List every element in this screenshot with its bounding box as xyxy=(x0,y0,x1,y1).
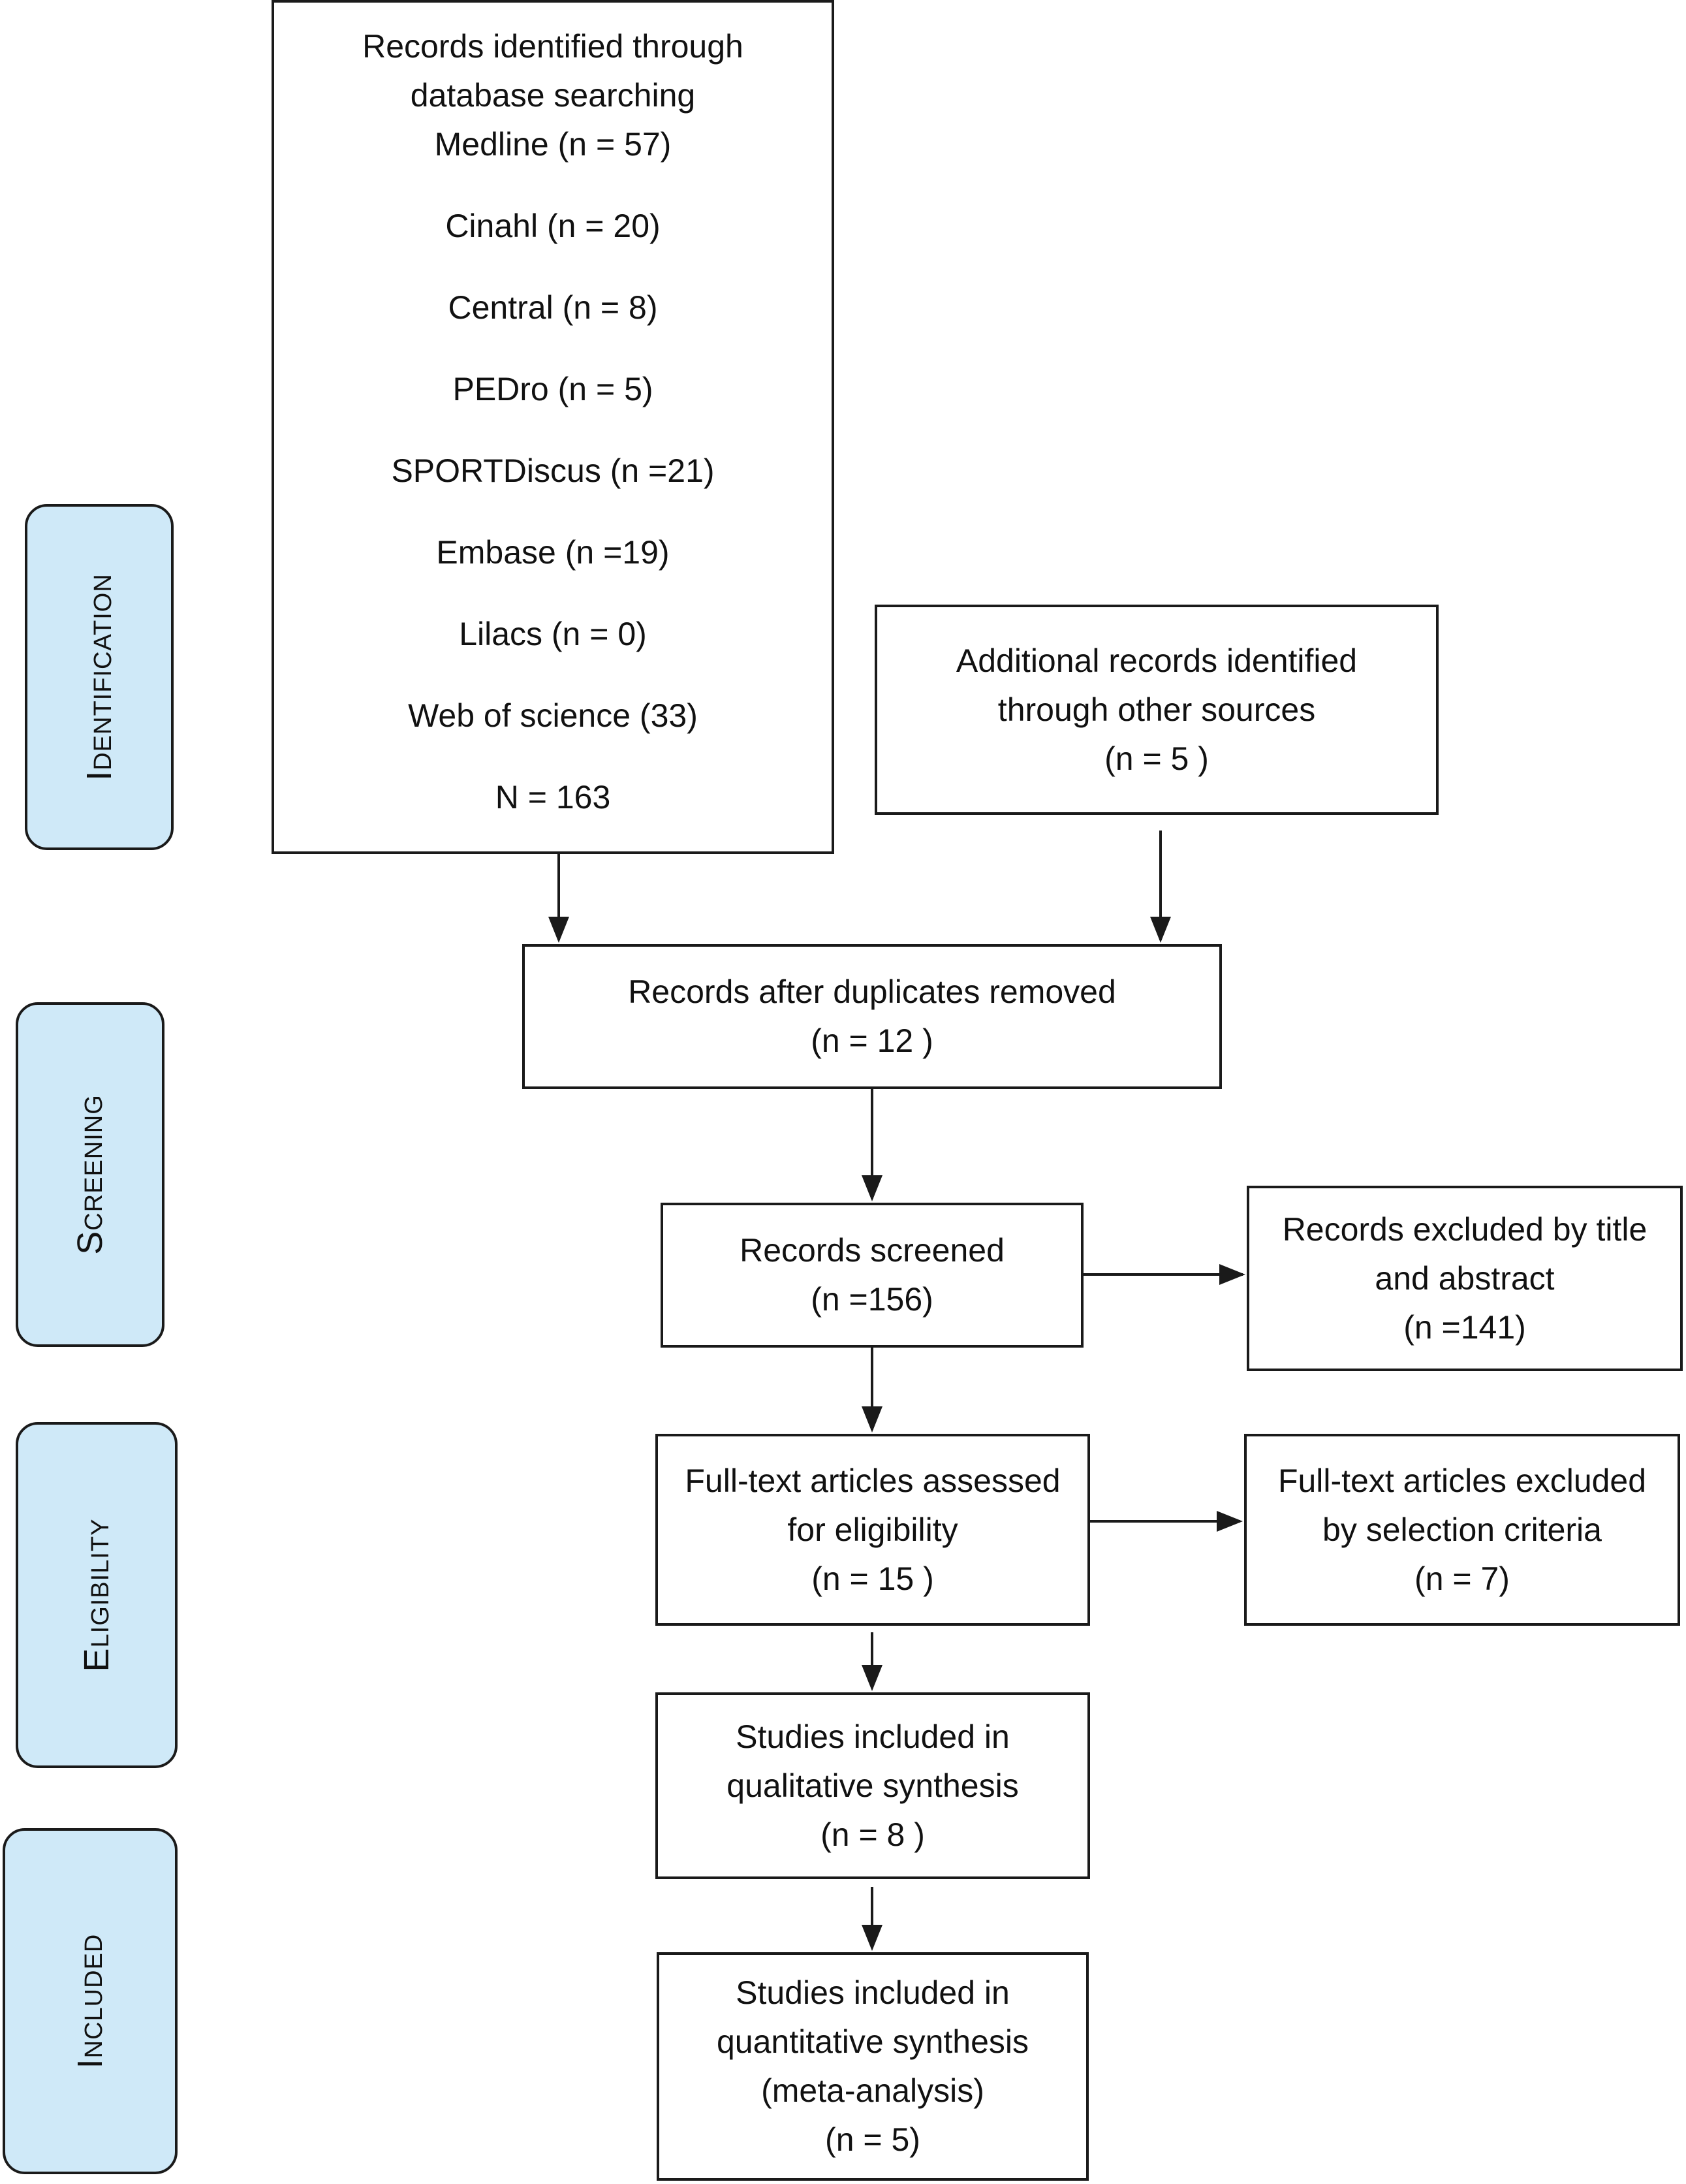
fulltext-excluded-line2: by selection criteria xyxy=(1322,1511,1602,1548)
excluded-title-line2: and abstract xyxy=(1375,1259,1555,1297)
quantitative-count: (n = 5) xyxy=(825,2121,920,2158)
source-embase: Embase (n =19) xyxy=(436,534,670,571)
phase-eligibility: Eligibility xyxy=(16,1422,178,1768)
source-sportdiscus: SPORTDiscus (n =21) xyxy=(391,452,715,489)
source-lilacs: Lilacs (n = 0) xyxy=(459,616,647,652)
records-screened-box: Records screened (n =156) xyxy=(661,1203,1084,1348)
phase-identification: Identification xyxy=(25,504,174,850)
phase-included: Included xyxy=(3,1828,178,2174)
quantitative-line2: quantitative synthesis xyxy=(716,2023,1029,2060)
duplicates-removed-line1: Records after duplicates removed xyxy=(628,973,1116,1010)
fulltext-excluded-box: Full-text articles excluded by selection… xyxy=(1244,1434,1680,1626)
records-screened-line1: Records screened xyxy=(740,1232,1005,1269)
source-pedro: PEDro (n = 5) xyxy=(452,371,653,407)
duplicates-removed-box: Records after duplicates removed (n = 12… xyxy=(522,944,1222,1089)
source-cinahl: Cinahl (n = 20) xyxy=(445,208,661,244)
database-search-title-1: Records identified through xyxy=(362,28,743,65)
excluded-title-line1: Records excluded by title xyxy=(1282,1211,1647,1248)
fulltext-assessed-line2: for eligibility xyxy=(787,1511,958,1548)
quantitative-synthesis-box: Studies included in quantitative synthes… xyxy=(657,1952,1089,2181)
qualitative-synthesis-box: Studies included in qualitative synthesi… xyxy=(655,1692,1090,1879)
other-sources-count: (n = 5 ) xyxy=(1104,740,1209,777)
excluded-title-abstract-box: Records excluded by title and abstract (… xyxy=(1247,1186,1683,1371)
qualitative-count: (n = 8 ) xyxy=(820,1816,925,1853)
records-screened-count: (n =156) xyxy=(811,1281,933,1318)
excluded-title-count: (n =141) xyxy=(1403,1308,1526,1346)
other-sources-line2: through other sources xyxy=(997,691,1316,728)
database-search-box: Records identified through database sear… xyxy=(272,0,834,854)
qualitative-line1: Studies included in xyxy=(736,1718,1010,1755)
qualitative-line2: qualitative synthesis xyxy=(726,1767,1019,1804)
source-web-of-science: Web of science (33) xyxy=(408,697,698,734)
database-total: N = 163 xyxy=(495,779,611,815)
fulltext-assessed-box: Full-text articles assessed for eligibil… xyxy=(655,1434,1090,1626)
fulltext-assessed-count: (n = 15 ) xyxy=(811,1560,934,1597)
fulltext-excluded-line1: Full-text articles excluded xyxy=(1277,1462,1647,1499)
database-search-title-2: database searching xyxy=(410,77,696,114)
source-medline: Medline (n = 57) xyxy=(434,126,672,163)
quantitative-line1: Studies included in xyxy=(736,1974,1010,2011)
fulltext-excluded-count: (n = 7) xyxy=(1414,1560,1510,1597)
quantitative-line3: (meta-analysis) xyxy=(761,2072,984,2109)
phase-screening: Screening xyxy=(16,1002,164,1347)
other-sources-box: Additional records identified through ot… xyxy=(875,605,1439,815)
fulltext-assessed-line1: Full-text articles assessed xyxy=(685,1462,1061,1499)
source-central: Central (n = 8) xyxy=(448,289,658,326)
other-sources-line1: Additional records identified xyxy=(956,642,1358,679)
duplicates-removed-count: (n = 12 ) xyxy=(811,1022,933,1059)
